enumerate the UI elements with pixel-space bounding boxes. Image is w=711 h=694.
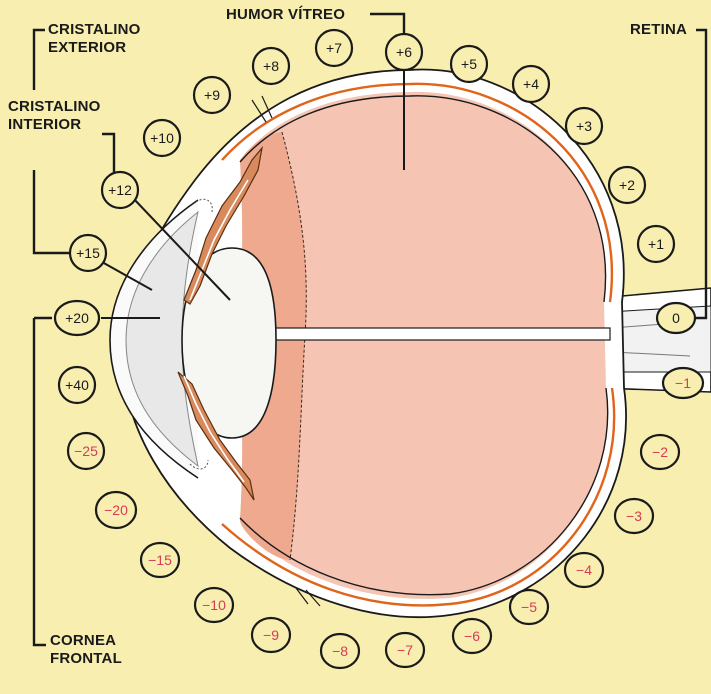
label-cornea-frontal: CORNEA FRONTAL <box>50 632 122 668</box>
marker-pos-3: +8 <box>253 48 289 84</box>
label-humor-vitreo: HUMOR VÍTREO <box>226 6 345 24</box>
marker-label: +12 <box>108 182 132 198</box>
marker-pos-5: +9 <box>194 77 230 113</box>
marker-pos-8: +2 <box>609 167 645 203</box>
marker-label: −6 <box>464 628 480 644</box>
marker-neg-27: −7 <box>386 633 424 667</box>
marker-label: −2 <box>652 444 668 460</box>
marker-neg-22: −10 <box>195 588 233 622</box>
marker-label: −9 <box>263 627 279 643</box>
marker-pos-2: +5 <box>451 46 487 82</box>
label-cristalino-exterior: CRISTALINO EXTERIOR <box>48 21 141 57</box>
marker-label: +7 <box>326 40 342 56</box>
marker-label: +20 <box>65 310 89 326</box>
marker-neg-19: −3 <box>615 499 653 533</box>
marker-neg-25: −6 <box>453 619 491 653</box>
marker-label: −20 <box>104 502 128 518</box>
marker-label: +4 <box>523 76 539 92</box>
marker-label: −1 <box>675 375 691 391</box>
marker-label: +15 <box>76 245 100 261</box>
marker-pos-14: +40 <box>59 367 95 403</box>
optical-axis-divider <box>258 328 610 340</box>
marker-neg-26: −8 <box>321 634 359 668</box>
marker-label: −8 <box>332 643 348 659</box>
marker-label: −10 <box>202 597 226 613</box>
marker-pos-1: +6 <box>386 34 422 70</box>
marker-pos-10: +1 <box>638 226 674 262</box>
marker-neg-15: −1 <box>663 368 703 398</box>
marker-label: +40 <box>65 377 89 393</box>
marker-label: 0 <box>672 310 680 326</box>
marker-pos-4: +4 <box>513 66 549 102</box>
marker-pos-12: +20 <box>55 301 99 335</box>
marker-pos-7: +10 <box>144 120 180 156</box>
marker-label: +9 <box>204 87 220 103</box>
label-cristalino-interior: CRISTALINO INTERIOR <box>8 98 101 134</box>
marker-label: +6 <box>396 44 412 60</box>
marker-label: +3 <box>576 118 592 134</box>
marker-neg-24: −9 <box>252 618 290 652</box>
marker-pos-11: +15 <box>70 235 106 271</box>
marker-label: −4 <box>576 562 592 578</box>
marker-label: +5 <box>461 56 477 72</box>
marker-neg-23: −5 <box>510 590 548 624</box>
marker-label: +2 <box>619 177 635 193</box>
marker-neg-20: −15 <box>141 543 179 577</box>
marker-label: −25 <box>74 443 98 459</box>
marker-label: +1 <box>648 236 664 252</box>
marker-label: −7 <box>397 642 413 658</box>
marker-pos-9: +12 <box>102 172 138 208</box>
marker-pos-0: +7 <box>316 30 352 66</box>
marker-label: −15 <box>148 552 172 568</box>
marker-label: +10 <box>150 130 174 146</box>
marker-neg-17: −2 <box>641 435 679 469</box>
marker-neg-18: −20 <box>96 492 136 528</box>
marker-neg-21: −4 <box>565 553 603 587</box>
marker-label: −3 <box>626 508 642 524</box>
marker-label: −5 <box>521 599 537 615</box>
marker-neg-16: −25 <box>68 433 104 469</box>
marker-pos-13: 0 <box>657 303 695 333</box>
label-retina: RETINA <box>630 21 687 39</box>
marker-label: +8 <box>263 58 279 74</box>
marker-pos-6: +3 <box>566 108 602 144</box>
